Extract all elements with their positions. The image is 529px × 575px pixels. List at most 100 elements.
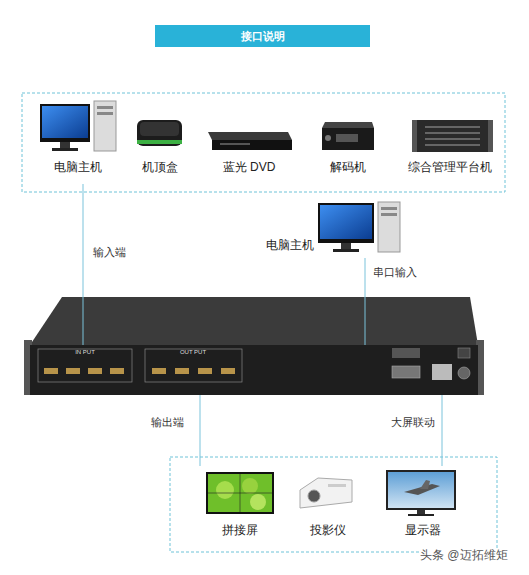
title-band: 接口说明	[155, 25, 370, 47]
matrix-switcher-part	[432, 364, 452, 380]
decoder-part	[322, 122, 374, 128]
desktop-computer-part	[97, 106, 113, 109]
desktop-computer-part	[320, 205, 372, 239]
edge-label: 输出端	[150, 416, 185, 429]
set-top-box-part	[137, 120, 182, 146]
decoder-part	[336, 134, 358, 142]
desktop-computer-part	[318, 203, 374, 243]
matrix-switcher-part	[110, 368, 124, 374]
splice-screen-part	[206, 472, 274, 514]
desktop-computer-part	[52, 148, 78, 151]
matrix-switcher-part	[38, 349, 132, 382]
desktop-computer-part	[94, 101, 116, 151]
matrix-switcher-part	[175, 368, 189, 374]
bluray-player	[208, 132, 292, 150]
splice-screen-part	[250, 494, 266, 510]
matrix-switcher-part	[458, 348, 470, 358]
projector	[300, 478, 352, 508]
projector-part	[300, 478, 352, 508]
matrix-switcher-part	[44, 368, 58, 374]
bluray-player-part	[208, 132, 292, 140]
device-box: 投影仪	[290, 466, 365, 544]
group-frame	[22, 93, 505, 552]
projector-part	[328, 484, 346, 487]
monitor-part	[408, 514, 434, 516]
rack-server	[412, 120, 493, 152]
desktop-computer-part	[381, 213, 397, 216]
bluray-player-part	[220, 143, 250, 145]
decoder-part	[322, 128, 374, 150]
splice-screen	[206, 472, 274, 514]
device-label: 显示器	[375, 523, 470, 537]
matrix-switcher-part	[458, 367, 470, 379]
matrix-switcher-part	[392, 366, 420, 378]
device-label: 解码机	[305, 160, 390, 174]
device-label: 蓝光 DVD	[200, 160, 298, 174]
desktop-computer-part	[333, 249, 359, 252]
rack-server-part	[425, 144, 480, 146]
device-label: 电脑主机	[30, 160, 125, 174]
desktop-computer-part	[60, 142, 70, 148]
device-label: 投影仪	[290, 523, 365, 537]
edge-label: 大屏联动	[390, 416, 436, 429]
monitor-part	[404, 484, 440, 495]
rack-server-part	[415, 120, 490, 152]
matrix-switcher-part	[88, 368, 102, 374]
connector-line	[365, 258, 366, 345]
rack-server-part	[488, 120, 493, 152]
monitor-part	[388, 472, 454, 508]
matrix-switcher-part	[145, 349, 242, 382]
device-box: 电脑主机	[262, 198, 402, 258]
device-label: 拼接屏	[190, 523, 290, 537]
set-top-box	[137, 120, 182, 146]
matrix-switcher-part	[66, 368, 80, 374]
device-label: 电脑主机	[266, 238, 314, 252]
matrix-switcher-part	[392, 348, 420, 358]
bluray-player-part	[212, 140, 292, 150]
desktop-computer	[40, 101, 116, 151]
splice-screen-part	[216, 481, 234, 499]
device-box: 解码机	[305, 98, 390, 184]
watermark: 头条 @迈拓维矩	[419, 548, 509, 562]
device-box: 机顶盒	[125, 98, 195, 184]
desktop-computer	[318, 202, 400, 252]
monitor-part	[386, 470, 456, 510]
set-top-box-part	[140, 122, 179, 136]
rack-server-part	[425, 138, 480, 140]
splice-screen-part	[242, 478, 258, 494]
matrix-switcher-box: IN PUT OUT PUT	[30, 345, 478, 395]
device-box: 蓝光 DVD	[200, 98, 298, 184]
monitor	[386, 470, 456, 516]
group-frame-part	[22, 93, 505, 192]
edge-label: 串口输入	[372, 266, 418, 279]
set-top-box-part	[137, 140, 182, 144]
group-frame-part	[170, 457, 497, 552]
rack-server-part	[425, 132, 480, 134]
matrix-switcher	[24, 297, 484, 395]
matrix-switcher-part	[152, 368, 166, 374]
desktop-computer-part	[341, 243, 351, 249]
device-box: 拼接屏	[190, 466, 290, 544]
monitor-part	[417, 510, 425, 514]
connector-line	[83, 184, 84, 345]
decoder-part	[325, 135, 331, 141]
splice-screen-part	[208, 474, 272, 512]
port-group-label: IN PUT	[65, 349, 105, 356]
desktop-computer-part	[42, 106, 88, 138]
device-box: 综合管理平台机	[400, 98, 500, 184]
projector-part	[308, 490, 320, 502]
matrix-switcher-part	[30, 345, 478, 395]
desktop-computer-part	[97, 112, 113, 115]
splice-screen-part	[208, 493, 272, 494]
rack-server-part	[412, 120, 417, 152]
device-box: 电脑主机	[30, 98, 125, 184]
rack-server-part	[425, 126, 480, 128]
desktop-computer-part	[381, 207, 397, 210]
device-label: 机顶盒	[125, 160, 195, 174]
monitor-part	[420, 480, 430, 489]
port-group-label: OUT PUT	[168, 349, 218, 356]
desktop-computer-part	[378, 202, 400, 252]
connector-line	[200, 395, 201, 466]
